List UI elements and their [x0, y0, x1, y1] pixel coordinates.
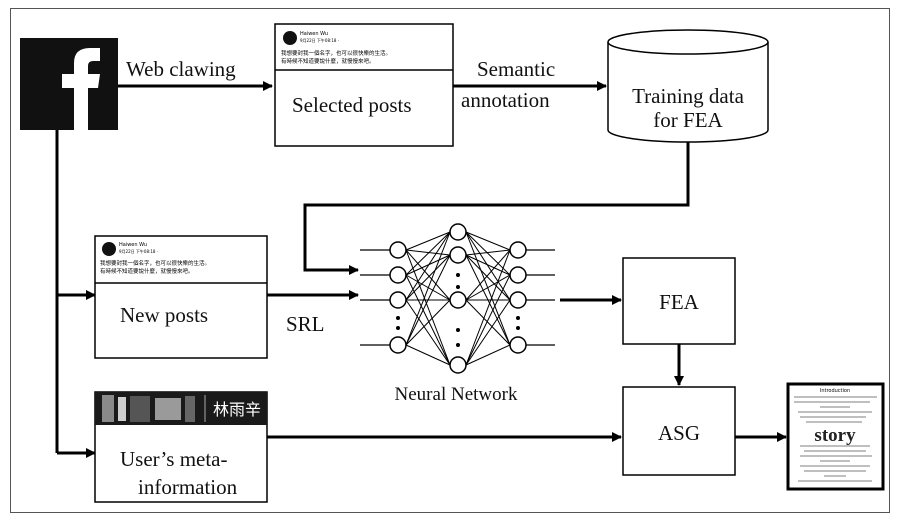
post-date: 9月22日 下午08:18 ·: [119, 248, 158, 254]
neural-network-label: Neural Network: [395, 384, 518, 405]
nn-edge: [405, 231, 451, 276]
nn-ellipsis-dot: [456, 343, 460, 347]
nn-edge: [465, 254, 511, 276]
post-author: Haiwen Wu: [300, 31, 328, 37]
user-meta-box: 林雨辛 User’s meta- information: [94, 391, 268, 503]
nn-edge: [405, 249, 451, 301]
selected-posts-box: Haiwen Wu 9月22日 下午08:18 · 我想要封我一個名字，也可以很…: [274, 23, 454, 147]
post-line: 有時候不知道要說什麼，就慢慢來吧。: [100, 267, 194, 275]
nn-edge: [405, 254, 451, 301]
training-data-label: for FEA: [653, 108, 723, 132]
nn-node: [449, 356, 467, 374]
story-heading: Introduction: [820, 388, 850, 394]
nn-ellipsis-dot: [456, 273, 460, 277]
nn-edge: [465, 254, 511, 301]
selected-posts-label: Selected posts: [292, 93, 412, 117]
srl-label: SRL: [286, 312, 325, 336]
nn-edge: [405, 254, 451, 346]
nn-edge: [405, 274, 451, 366]
nn-ellipsis-dot: [456, 328, 460, 332]
post-date: 9月22日 下午08:18 ·: [300, 37, 339, 43]
nn-node: [449, 246, 467, 264]
training-to-network-arrow: [303, 142, 690, 275]
new-posts-label: New posts: [120, 303, 208, 327]
nn-edge: [465, 249, 511, 366]
nn-ellipsis-dot: [456, 285, 460, 289]
training-data-label: Training data: [632, 84, 744, 108]
nn-node: [389, 336, 407, 354]
nn-edge: [405, 344, 451, 366]
nn-node: [389, 266, 407, 284]
semantic-label: Semantic: [477, 57, 555, 81]
nn-node: [509, 336, 527, 354]
facebook-branch-line: [55, 130, 96, 458]
nn-node: [509, 241, 527, 259]
facebook-icon: [20, 38, 118, 130]
nn-node: [509, 291, 527, 309]
nn-edge: [465, 344, 511, 366]
nn-node: [449, 291, 467, 309]
nn-ellipsis-dot: [396, 326, 400, 330]
post-line: 有時候不知道要說什麼，就慢慢來吧。: [281, 57, 375, 65]
nn-node: [389, 241, 407, 259]
user-meta-label: information: [138, 475, 238, 499]
training-data-cylinder: Training data for FEA: [607, 29, 769, 143]
nn-edge: [465, 231, 511, 251]
web-crawling-label: Web clawing: [126, 57, 236, 81]
asg-box: ASG: [622, 386, 736, 476]
nn-edge: [405, 299, 451, 366]
nn-edge: [405, 231, 451, 251]
nn-edge: [405, 299, 451, 346]
post-author: Haiwen Wu: [119, 242, 147, 248]
meta-banner-name: 林雨辛: [213, 400, 261, 419]
user-meta-label: User’s meta-: [120, 447, 228, 471]
diagram-frame: [10, 8, 890, 513]
fea-label: FEA: [659, 290, 700, 314]
nn-edge: [465, 249, 511, 301]
nn-edge: [405, 254, 451, 276]
nn-ellipsis-dot: [396, 316, 400, 320]
asg-label: ASG: [658, 421, 700, 445]
post-line: 我想要封我一個名字，也可以很快樂的生活。: [100, 259, 210, 267]
nn-edge: [465, 274, 511, 301]
nn-ellipsis-dot: [516, 316, 520, 320]
story-document: Introduction story: [786, 382, 885, 491]
neural-network: [360, 223, 555, 374]
nn-edge: [405, 231, 451, 301]
nn-edge: [405, 231, 451, 346]
new-posts-box: Haiwen Wu 9月22日 下午08:18 · 我想要封我一個名字，也可以很…: [94, 235, 268, 359]
story-title: story: [814, 425, 856, 446]
post-line: 我想要封我一個名字，也可以很快樂的生活。: [281, 49, 391, 57]
nn-edge: [465, 299, 511, 346]
nn-node: [509, 266, 527, 284]
nn-edge: [465, 231, 511, 346]
nn-edge: [405, 249, 451, 366]
nn-edge: [465, 274, 511, 366]
nn-node: [389, 291, 407, 309]
story-text-lines: [794, 396, 877, 482]
nn-node: [449, 223, 467, 241]
nn-edge: [465, 231, 511, 301]
fea-box: FEA: [622, 257, 736, 345]
nn-edge: [465, 299, 511, 366]
nn-ellipsis-dot: [516, 326, 520, 330]
nn-edge: [465, 249, 511, 256]
annotation-label: annotation: [461, 88, 550, 112]
nn-edge: [405, 249, 451, 256]
